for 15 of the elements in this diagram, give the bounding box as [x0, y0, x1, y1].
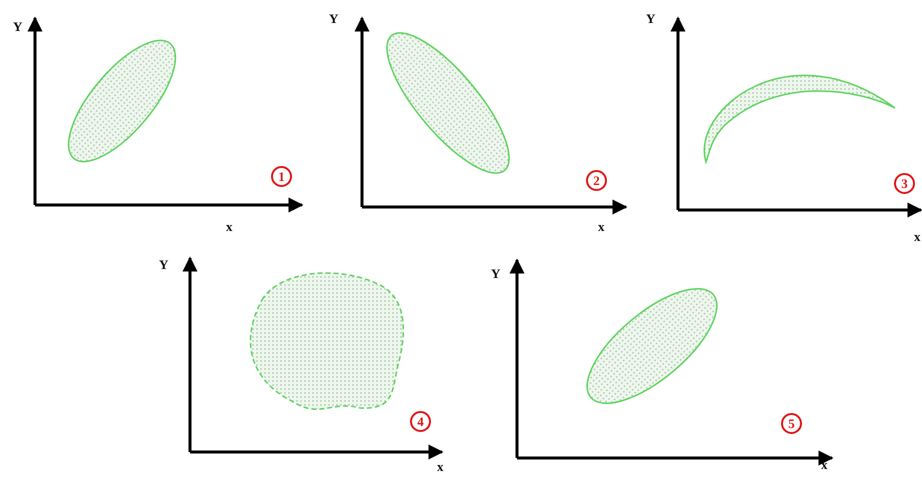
x-axis-label: x: [914, 230, 920, 244]
x-axis-label: x: [598, 220, 604, 234]
y-axis-label: Y: [159, 258, 168, 272]
y-axis-label: Y: [13, 20, 22, 34]
x-axis-label: x: [437, 460, 444, 474]
y-axis-label: Y: [646, 12, 656, 26]
x-axis-label: x: [821, 458, 828, 472]
x-axis-label: x: [226, 220, 232, 234]
circled-number: 5: [781, 413, 802, 434]
circled-number: 2: [586, 170, 607, 191]
y-axis-label: Y: [329, 12, 338, 26]
circled-number: 3: [894, 173, 915, 194]
circled-number: 4: [410, 411, 431, 432]
circled-number: 1: [271, 166, 292, 187]
y-axis-label: Y: [491, 267, 500, 281]
